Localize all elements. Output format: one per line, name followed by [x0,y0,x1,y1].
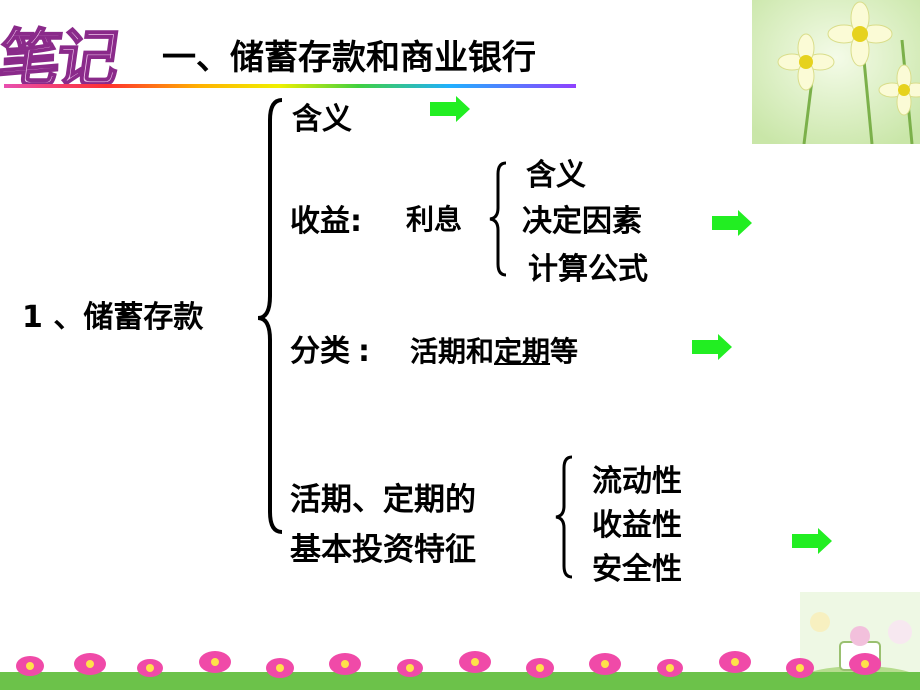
income-sub-item: 含义 [526,158,586,193]
rainbow-divider [4,84,576,88]
arrow-right-icon[interactable] [712,210,752,236]
arrow-right-icon[interactable] [430,96,470,122]
branch-category: 分类: [290,326,370,370]
brace-icon [489,161,507,277]
daffodil-flower-image [752,0,920,144]
branch-features-line2: 基本投资特征 [290,532,476,568]
features-sub-item: 流动性 [592,464,682,499]
category-text: 活期和定期等 [410,330,578,370]
brace-icon [555,455,573,579]
main-item-savings: 1 、储蓄存款 [22,300,204,335]
page-title: 一、储蓄存款和商业银行 [162,38,536,78]
features-sub-item: 收益性 [592,508,682,543]
income-colon: : [350,204,362,239]
branch-income: 收益: [290,196,362,240]
income-sub-item: 计算公式 [528,252,648,287]
category-text-c: 等 [550,335,579,368]
branch-meaning: 含义 [292,102,352,137]
features-sub-item: 安全性 [592,552,682,587]
brace-icon [257,98,283,534]
flower-border-image [0,651,920,690]
income-sub-item: 决定因素 [522,204,642,239]
arrow-right-icon[interactable] [692,334,732,360]
branch-features-line1: 活期、定期的 [290,482,476,518]
income-label: 收益 [290,204,350,239]
category-label: 分类 [290,334,350,369]
category-colon: : [358,334,370,369]
category-text-fixed-term: 定期 [494,335,551,368]
category-text-a: 活期和 [410,335,495,368]
income-value: 利息 [406,203,463,236]
arrow-right-icon[interactable] [792,528,832,554]
